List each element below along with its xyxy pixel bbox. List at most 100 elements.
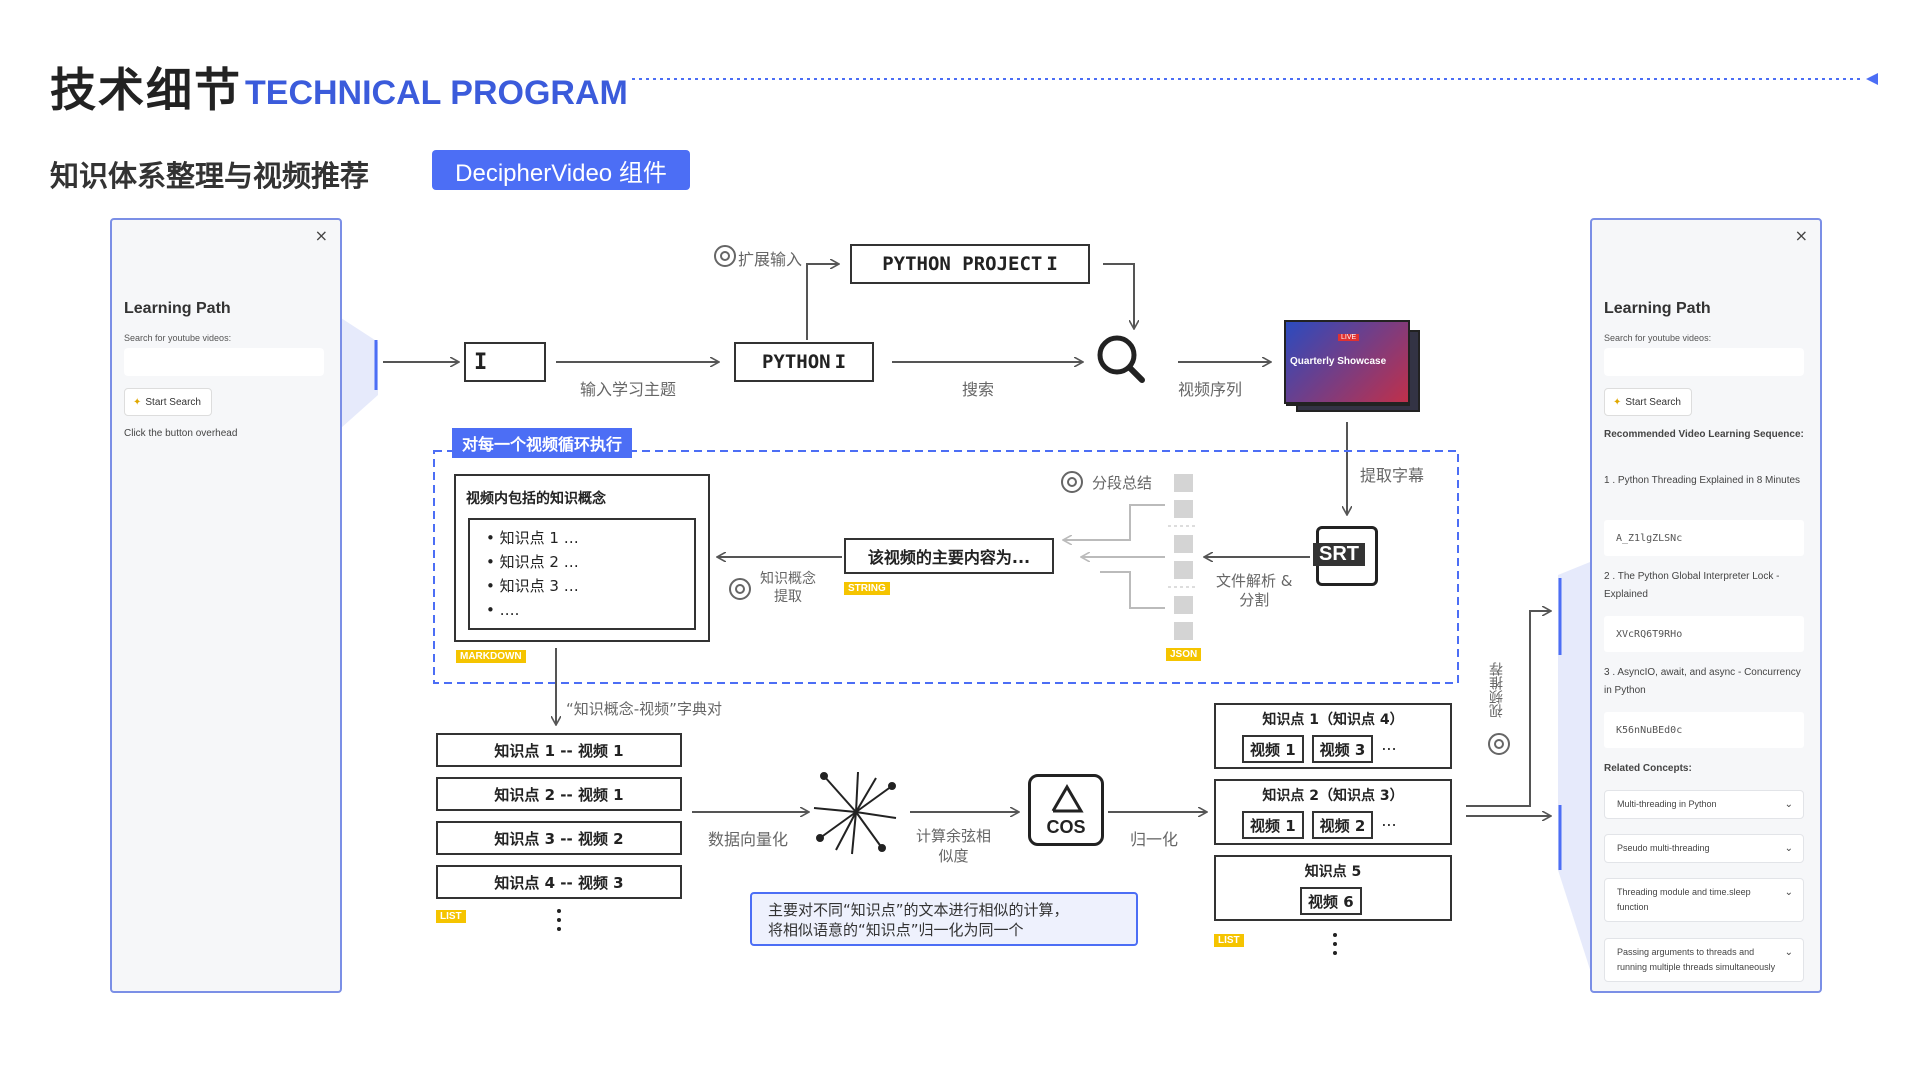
- list-tag: LIST: [436, 910, 466, 923]
- title-divider: [632, 73, 1878, 85]
- more-indicator: ···: [1381, 815, 1397, 835]
- concept-extract-label: 知识概念 提取: [760, 571, 816, 605]
- srt-label: SRT: [1313, 543, 1365, 566]
- list-item: • 知识点 3 …: [486, 577, 579, 595]
- video-chip: 视频 3: [1311, 735, 1374, 763]
- concept-label: Pseudo multi-threading: [1617, 843, 1710, 853]
- hint-text: Click the button overhead: [124, 428, 238, 439]
- vector-burst-icon: [813, 771, 897, 855]
- search-input[interactable]: [1604, 348, 1804, 376]
- chevron-down-icon: ⌄: [1784, 947, 1793, 958]
- component-badge: DecipherVideo 组件: [432, 150, 690, 190]
- panel-title: Learning Path: [124, 300, 231, 317]
- search-label: 搜索: [962, 380, 995, 399]
- list-tag: LIST: [1214, 934, 1244, 947]
- pair-row: 知识点 1 -- 视频 1: [436, 733, 682, 767]
- cos-icon: COS: [1028, 774, 1104, 846]
- video-title: 2 . The Python Global Interpreter Lock -…: [1604, 571, 1780, 600]
- start-search-button[interactable]: ✦ Start Search: [124, 388, 212, 416]
- video-id: XVcRQ6T9RHo: [1604, 616, 1804, 652]
- group-title: 知识点 1（知识点 4）: [1262, 712, 1404, 728]
- cosine-label: 计算余弦相 似度: [916, 827, 992, 865]
- video-recommend-label: 视频推荐: [1489, 662, 1505, 718]
- start-search-label: Start Search: [1625, 396, 1681, 408]
- video-sequence-label: 视频序列: [1178, 380, 1243, 399]
- pair-row: 知识点 4 -- 视频 3: [436, 865, 682, 899]
- live-badge: LIVE: [1338, 334, 1360, 341]
- vectorize-label: 数据向量化: [708, 830, 789, 849]
- input-topic-label: 输入学习主题: [580, 380, 677, 399]
- topic-input-box: I: [464, 342, 546, 382]
- pair-row: 知识点 2 -- 视频 1: [436, 777, 682, 811]
- concept-label: Threading module and time.sleep function: [1617, 887, 1751, 912]
- concepts-box-title: 视频内包括的知识概念: [466, 491, 606, 507]
- video-chip: 视频 2: [1311, 811, 1374, 839]
- video-chip: 视频 1: [1242, 735, 1304, 763]
- file-parse-label: 文件解析 & 分割: [1216, 572, 1293, 609]
- search-label: Search for youtube videos:: [1604, 333, 1712, 343]
- related-heading: Related Concepts:: [1604, 763, 1692, 774]
- right-learning-path-panel: × Learning Path Search for youtube video…: [1590, 218, 1822, 993]
- video-title: 3 . AsyncIO, await, and async - Concurre…: [1604, 667, 1801, 696]
- start-search-button[interactable]: ✦ Start Search: [1604, 388, 1692, 416]
- markdown-tag: MARKDOWN: [456, 650, 526, 663]
- concept-expander[interactable]: Pseudo multi-threading ⌄: [1604, 834, 1804, 863]
- search-label: Search for youtube videos:: [124, 333, 232, 343]
- angle-icon: [1051, 784, 1084, 813]
- concept-group: 知识点 5 视频 6: [1214, 855, 1452, 921]
- srt-file-icon: SRT: [1313, 526, 1378, 586]
- chevron-down-icon: ⌄: [1784, 887, 1793, 898]
- list-item: • 知识点 1 …: [486, 529, 579, 547]
- python-label: PYTHON: [761, 351, 831, 373]
- group-title: 知识点 5: [1304, 864, 1362, 880]
- concept-expander[interactable]: Passing arguments to threads and running…: [1604, 938, 1804, 982]
- note-box: 主要对不同“知识点”的文本进行相似的计算， 将相似语意的“知识点”归一化为同一个: [750, 892, 1138, 946]
- more-indicator: ···: [1381, 739, 1397, 759]
- panel-title: Learning Path: [1604, 300, 1711, 317]
- video-id: A_Z1lgZLSNc: [1604, 520, 1804, 556]
- start-search-label: Start Search: [145, 396, 201, 408]
- chevron-down-icon: ⌄: [1784, 799, 1793, 810]
- python-project-label: PYTHON PROJECT: [882, 253, 1043, 275]
- list-item: • ….: [486, 601, 520, 619]
- concepts-list: • 知识点 1 … • 知识点 2 … • 知识点 3 … • ….: [468, 518, 696, 630]
- page-title-english: TECHNICAL PROGRAM: [245, 74, 628, 112]
- close-icon[interactable]: ×: [1794, 226, 1808, 245]
- sparkle-icon: ✦: [1613, 396, 1622, 408]
- video-chip: 视频 1: [1242, 811, 1304, 839]
- dict-pair-label: “知识概念-视频”字典对: [566, 700, 722, 718]
- close-icon[interactable]: ×: [314, 226, 328, 245]
- chevron-down-icon: ⌄: [1784, 843, 1793, 854]
- list-item: • 知识点 2 …: [486, 553, 579, 571]
- sparkle-icon: ✦: [133, 396, 142, 408]
- normalize-label: 归一化: [1130, 830, 1179, 849]
- search-input[interactable]: [124, 348, 324, 376]
- search-icon: [1097, 335, 1145, 383]
- left-learning-path-panel: × Learning Path Search for youtube video…: [110, 218, 342, 993]
- string-tag: STRING: [844, 582, 890, 595]
- json-tag: JSON: [1166, 648, 1202, 661]
- main-content-box: 该视频的主要内容为...: [844, 538, 1054, 574]
- concept-label: Passing arguments to threads and running…: [1617, 947, 1776, 972]
- loop-label: 对每一个视频循环执行: [452, 428, 633, 458]
- concept-label: Multi-threading in Python: [1617, 799, 1717, 809]
- text-cursor-icon: I: [474, 349, 488, 375]
- concept-expander[interactable]: Multi-threading in Python ⌄: [1604, 790, 1804, 819]
- concept-expander[interactable]: Threading module and time.sleep function…: [1604, 878, 1804, 922]
- video-thumbnail: LIVE Quarterly Showcase: [1284, 320, 1410, 404]
- expand-input-label: 扩展输入: [738, 250, 803, 269]
- cos-label: COS: [1046, 817, 1086, 837]
- ai-icon: [714, 245, 1510, 755]
- group-title: 知识点 2（知识点 3）: [1262, 788, 1404, 804]
- segment-summary-label: 分段总结: [1092, 474, 1153, 492]
- video-chip: 视频 6: [1300, 887, 1362, 915]
- recommended-heading: Recommended Video Learning Sequence:: [1604, 429, 1804, 440]
- extract-subtitles-label: 提取字幕: [1360, 466, 1425, 485]
- pair-row: 知识点 3 -- 视频 2: [436, 821, 682, 855]
- thumbnail-title: Quarterly Showcase: [1290, 356, 1387, 367]
- concepts-box: 视频内包括的知识概念 • 知识点 1 … • 知识点 2 … • 知识点 3 ……: [454, 474, 710, 642]
